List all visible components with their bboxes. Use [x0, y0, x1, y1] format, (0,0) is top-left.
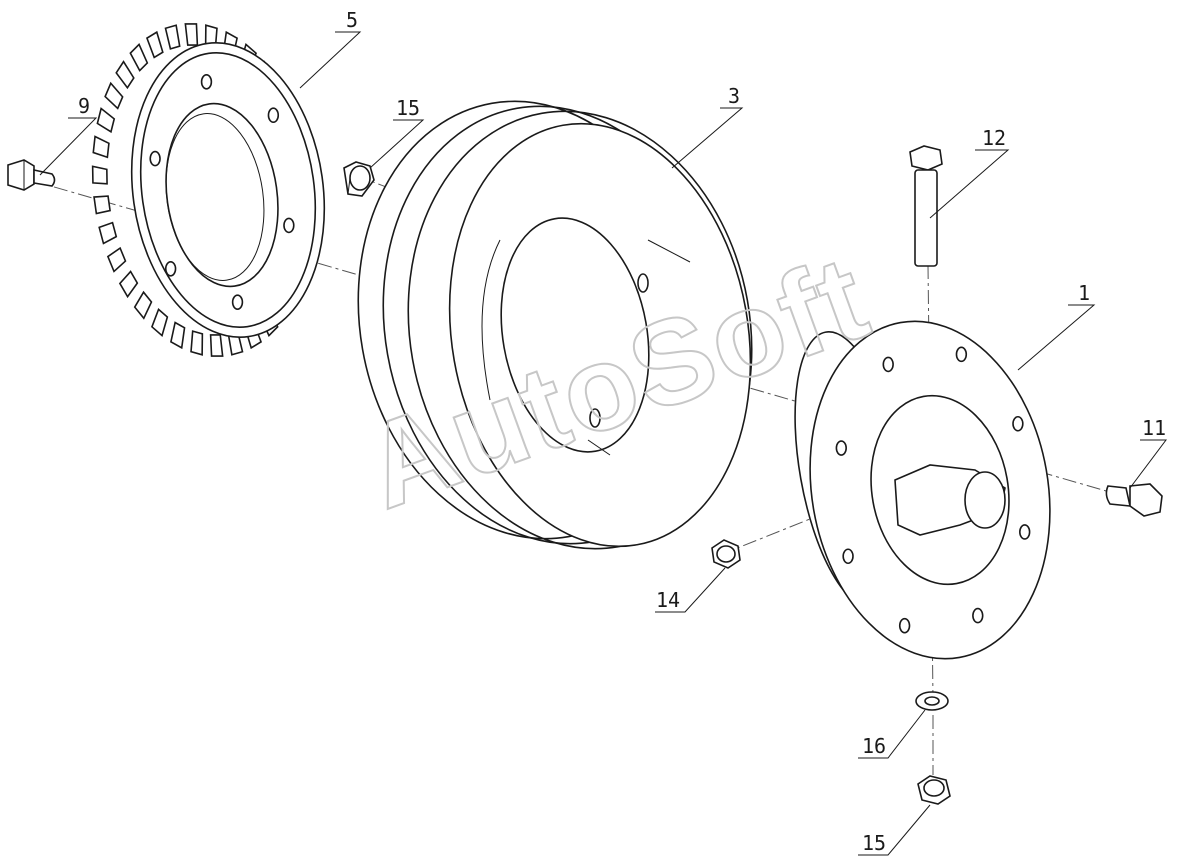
- bolt-hole: [149, 150, 161, 167]
- nut-part-14: [711, 539, 741, 569]
- callout-12: 12: [982, 126, 1006, 150]
- nut-part-15-bottom: [917, 775, 951, 805]
- bolt-hole: [1019, 524, 1031, 540]
- bolt-hole: [898, 617, 911, 634]
- gear-tooth: [98, 221, 118, 245]
- hub-bolt-holes: [835, 346, 1031, 634]
- callout-14: 14: [656, 588, 680, 612]
- gear-tooth: [133, 290, 153, 320]
- callout-5: 5: [346, 8, 358, 32]
- callout-3: 3: [728, 84, 740, 108]
- bolt-hole: [164, 260, 177, 277]
- bolt-hole: [283, 217, 295, 234]
- gear-tooth: [104, 81, 124, 110]
- gear-tooth: [190, 330, 204, 356]
- callout-15-bottom: 15: [862, 831, 886, 855]
- gear-tooth: [118, 270, 139, 299]
- bolt-hole: [842, 548, 854, 565]
- gear-part-5: [91, 23, 326, 357]
- pulley-part-3: [357, 100, 753, 550]
- bolt-hole: [835, 440, 847, 456]
- gear-tooth: [150, 308, 169, 337]
- callout-11: 11: [1142, 416, 1166, 440]
- washer-part-16: [915, 691, 949, 711]
- gear-tooth: [106, 246, 127, 273]
- gear-tooth: [164, 24, 181, 50]
- gear-tooth: [92, 135, 110, 159]
- bolt-hole: [231, 294, 244, 310]
- callout-1: 1: [1078, 281, 1090, 305]
- gear-tooth: [209, 334, 224, 357]
- callout-16: 16: [862, 734, 886, 758]
- gear-tooth: [93, 195, 111, 215]
- nut-part-15-top: [343, 161, 375, 197]
- bolt-hole: [955, 346, 968, 363]
- bolt-hole: [882, 356, 894, 373]
- callout-15-top: 15: [396, 96, 420, 120]
- bolt-part-12: [909, 145, 943, 267]
- gear-tooth: [96, 107, 116, 134]
- gear-bolt-holes: [149, 74, 295, 310]
- callout-9: 9: [78, 94, 90, 118]
- gear-tooth: [115, 60, 135, 90]
- bolt-part-11: [1105, 483, 1163, 517]
- bolt-hole: [200, 74, 213, 90]
- bolt-part-9: [7, 159, 56, 191]
- gear-tooth: [91, 165, 108, 185]
- hub-part-1: [794, 320, 1051, 660]
- gear-tooth: [145, 30, 164, 59]
- callout-labels: 5 9 15 3 12 1 11 14 16 15: [78, 8, 1166, 855]
- gear-tooth: [184, 23, 199, 46]
- leader-lines: [39, 31, 1167, 856]
- gear-tooth: [170, 321, 186, 350]
- bolt-hole: [267, 107, 280, 124]
- gear-tooth: [129, 43, 149, 72]
- bolt-hole: [1012, 415, 1024, 432]
- bolt-hole: [972, 607, 984, 624]
